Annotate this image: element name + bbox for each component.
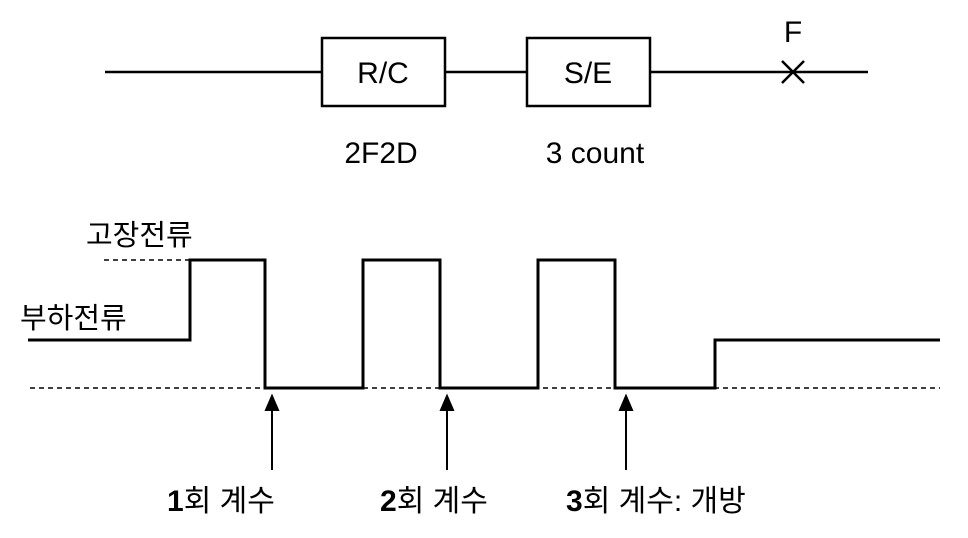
recloser-setting-label: 2F2D [344, 137, 417, 170]
count-number-3: 3 [566, 485, 583, 518]
fault-location-icon [781, 60, 805, 84]
count-label-2: 2회 계수 [380, 485, 488, 518]
count-text-2: 회 계수 [397, 485, 488, 518]
count-arrow-3 [618, 393, 634, 470]
fault-location-label: F [784, 16, 802, 49]
count-label-3: 3회 계수: 개방 [566, 485, 746, 518]
count-text-1: 회 계수 [184, 485, 275, 518]
sectionalizer-box [525, 36, 652, 108]
fault-current-label: 고장전류 [86, 220, 193, 252]
feeder-line-diagram [105, 36, 868, 108]
sectionalizer-setting-label: 3 count [546, 137, 645, 170]
current-waveform [28, 258, 940, 390]
count-arrow-2 [439, 393, 455, 470]
load-current-label: 부하전류 [20, 302, 127, 335]
count-arrows [264, 393, 634, 470]
recloser-box-label: R/C [357, 57, 409, 90]
count-label-1: 1회 계수 [167, 485, 275, 518]
count-number-2: 2 [380, 485, 397, 518]
count-number-1: 1 [167, 485, 184, 518]
count-text-3: 회 계수: 개방 [583, 485, 746, 518]
count-arrow-1 [264, 393, 280, 470]
sectionalizer-box-label: S/E [564, 57, 612, 90]
recloser-box [320, 36, 447, 108]
